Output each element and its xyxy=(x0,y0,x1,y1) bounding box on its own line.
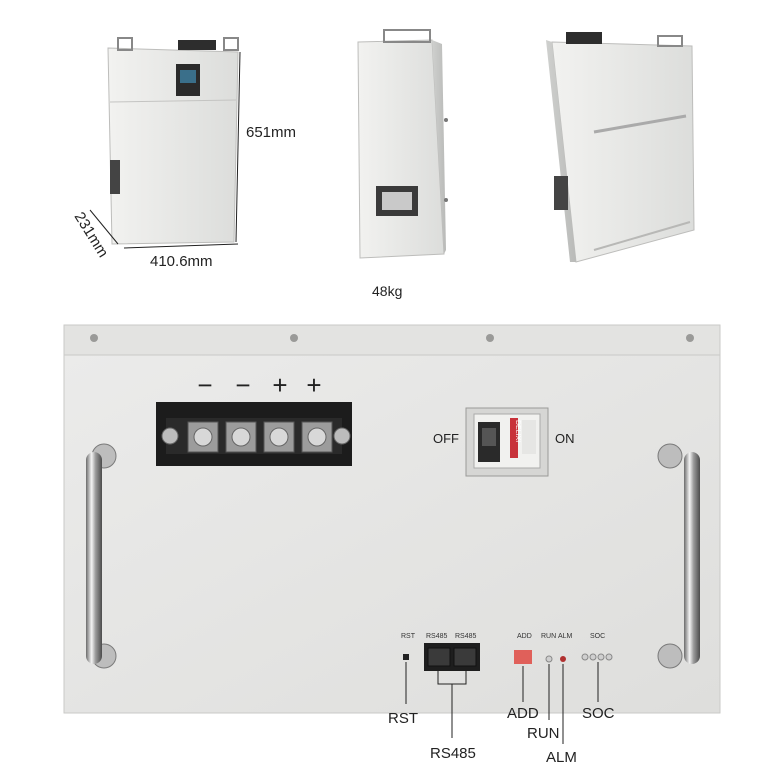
terminal-plus-1: + xyxy=(272,370,287,400)
rs485-port-a[interactable] xyxy=(427,647,451,667)
add-callout-label: ADD xyxy=(507,705,539,722)
run-panel-label: RUN xyxy=(541,633,556,640)
terminal-block xyxy=(156,402,352,466)
left-handle xyxy=(86,443,117,669)
height-dimension-label: 651mm xyxy=(246,124,296,141)
soc-callout-label: SOC xyxy=(582,705,615,722)
add-dip-switch[interactable] xyxy=(514,650,532,664)
terminal-minus-1: − xyxy=(197,370,212,400)
screw-icon xyxy=(290,334,298,342)
rs485-panel-label-a: RS485 xyxy=(426,633,448,640)
front-panel xyxy=(63,324,721,714)
alm-callout-label: ALM xyxy=(546,749,577,766)
rear-view-unit xyxy=(546,32,695,263)
rst-panel-label: RST xyxy=(401,633,416,640)
soc-leds xyxy=(581,653,613,661)
soc-panel-label: SOC xyxy=(590,633,605,640)
run-callout-label: RUN xyxy=(527,725,560,742)
rs485-port-b[interactable] xyxy=(453,647,477,667)
breaker-off-label: OFF xyxy=(433,431,459,446)
rst-callout-label: RST xyxy=(388,710,418,727)
breaker-on-label: ON xyxy=(555,431,575,446)
rs485-callout-label: RS485 xyxy=(430,745,476,762)
front-view-unit xyxy=(107,37,239,245)
screw-icon xyxy=(486,334,494,342)
screw-icon xyxy=(686,334,694,342)
terminal-plus-2: + xyxy=(306,370,321,400)
alm-led xyxy=(560,656,566,662)
weight-label: 48kg xyxy=(372,283,402,299)
right-handle xyxy=(657,443,700,669)
rs485-ports xyxy=(424,643,480,671)
reset-button[interactable] xyxy=(403,654,409,660)
add-panel-label: ADD xyxy=(517,633,532,640)
side-view-unit xyxy=(357,29,448,259)
breaker-brand-label: DELIXI xyxy=(514,420,521,442)
depth-dimension-label: 231mm xyxy=(71,209,112,260)
rs485-panel-label-b: RS485 xyxy=(455,633,477,640)
circuit-breaker xyxy=(465,407,549,477)
width-dimension-label: 410.6mm xyxy=(150,253,213,270)
run-led xyxy=(545,655,553,663)
screw-icon xyxy=(90,334,98,342)
dimension-lines xyxy=(89,51,241,249)
terminal-minus-2: − xyxy=(235,370,250,400)
alm-panel-label: ALM xyxy=(558,633,573,640)
callout-lines xyxy=(405,662,599,744)
